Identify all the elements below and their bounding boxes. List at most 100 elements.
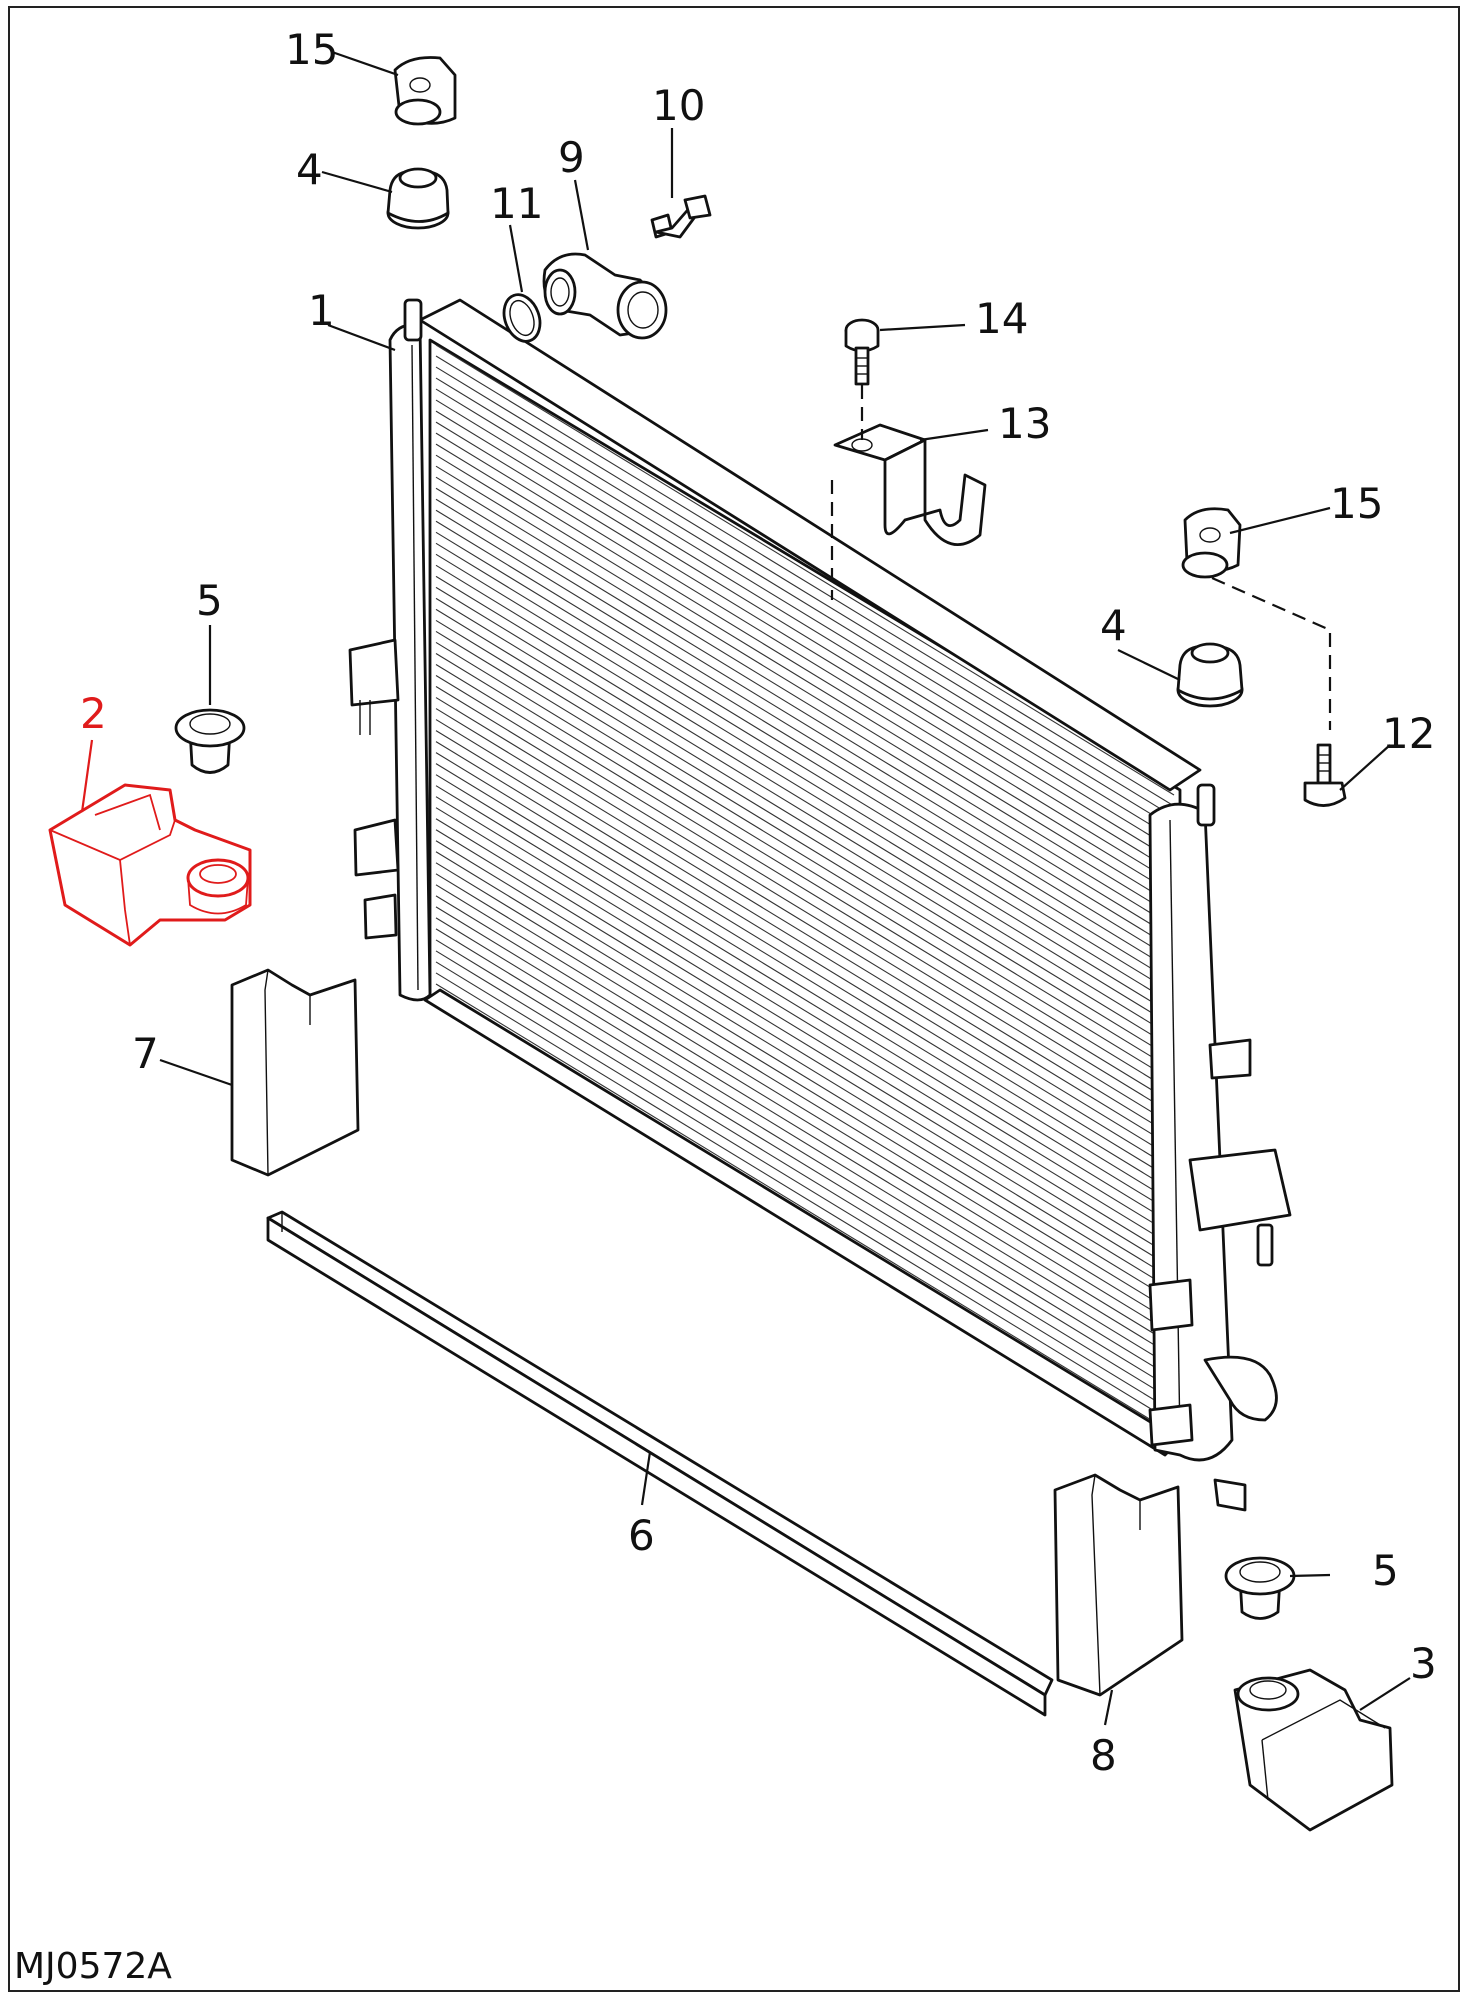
leader-lines [80, 50, 1411, 1726]
radiator-fin-line [435, 421, 1175, 873]
callout-6: 6 [628, 1511, 655, 1560]
radiator-fin-line [435, 686, 1175, 1137]
radiator-fin-line [435, 917, 1175, 1369]
callout-9: 9 [558, 133, 585, 182]
diagram-code: MJ0572A [14, 1946, 172, 1987]
air-deflector-part-7 [230, 968, 360, 1177]
hose-elbow-part-9 [542, 252, 668, 340]
radiator-fins [435, 344, 1175, 1446]
radiator-fin-line [435, 443, 1175, 895]
radiator-fin-line [435, 961, 1175, 1413]
radiator-fin-line [435, 840, 1175, 1292]
callout-12: 12 [1382, 709, 1435, 758]
radiator-fin-line [435, 763, 1175, 1215]
radiator-fin-line [435, 542, 1175, 994]
radiator-fin-line [435, 675, 1175, 1126]
callout-4-top: 4 [296, 145, 323, 194]
radiator-fin-line [435, 884, 1175, 1336]
isolator-clip-part-15-top [393, 56, 457, 126]
radiator-fin-line [435, 807, 1175, 1259]
radiator-fin-line [435, 487, 1175, 939]
isolator-clip-part-15-right [1181, 507, 1242, 579]
radiator-fin-line [435, 950, 1175, 1402]
callout-2-highlighted: 2 [80, 689, 107, 738]
radiator-fin-line [435, 730, 1175, 1182]
radiator-fin-line [435, 741, 1175, 1193]
radiator-fin-line [435, 575, 1175, 1027]
radiator-fin-line [435, 719, 1175, 1171]
radiator-fin-line [435, 410, 1175, 862]
radiator-fin-line [435, 796, 1175, 1248]
radiator-fin-line [435, 586, 1175, 1038]
callout-14: 14 [975, 294, 1028, 343]
radiator-fin-line [435, 653, 1175, 1104]
radiator-fin-line [435, 619, 1175, 1071]
radiator-fin-line [435, 531, 1175, 983]
air-deflector-part-8 [1053, 1473, 1184, 1697]
radiator-fin-line [435, 851, 1175, 1303]
radiator-fin-line [435, 972, 1175, 1424]
callout-3: 3 [1410, 1639, 1437, 1688]
radiator-fin-line [435, 928, 1175, 1380]
radiator-fin-line [435, 785, 1175, 1237]
callout-15-top: 15 [285, 25, 338, 74]
callout-10: 10 [652, 81, 705, 130]
radiator-fin-line [435, 366, 1175, 818]
radiator-fin-line [435, 355, 1175, 807]
radiator-fin-line [435, 465, 1175, 917]
radiator-fin-line [435, 476, 1175, 928]
radiator-fin-line [435, 641, 1175, 1093]
radiator-fin-line [435, 829, 1175, 1281]
radiator-fin-line [435, 377, 1175, 829]
bolt-part-14 [844, 318, 880, 386]
radiator-fin-line [435, 498, 1175, 950]
radiator-fin-line [435, 939, 1175, 1391]
bolt-part-10 [650, 194, 712, 239]
radiator-fin-line [435, 708, 1175, 1160]
radiator-part-1 [348, 298, 1292, 1512]
radiator-fin-line [435, 862, 1175, 1314]
bush-part-5-left [174, 708, 246, 774]
insulator-part-4-top [386, 167, 450, 230]
callout-11: 11 [490, 179, 543, 228]
radiator-fin-line [435, 509, 1175, 961]
radiator-fin-line [435, 664, 1175, 1115]
radiator-fin-line [435, 983, 1175, 1435]
callout-7: 7 [132, 1029, 159, 1078]
bracket-part-13 [833, 423, 987, 546]
radiator-fin-line [435, 630, 1175, 1082]
callout-5-right: 5 [1372, 1546, 1399, 1595]
radiator-fin-line [435, 697, 1175, 1149]
radiator-fin-line [435, 388, 1175, 840]
callout-15-right: 15 [1330, 479, 1383, 528]
radiator-fin-line [435, 752, 1175, 1204]
radiator-fin-line [435, 399, 1175, 851]
radiator-fin-line [435, 520, 1175, 972]
radiator-fin-line [435, 597, 1175, 1049]
mounting-bracket-part-2-highlighted [48, 783, 252, 947]
radiator-fin-line [435, 553, 1175, 1005]
mounting-bracket-part-3 [1233, 1668, 1394, 1832]
radiator-fin-line [435, 895, 1175, 1347]
radiator-fin-line [435, 564, 1175, 1016]
callout-5-left: 5 [196, 576, 223, 625]
callout-8: 8 [1090, 1731, 1117, 1780]
callout-13: 13 [998, 399, 1051, 448]
radiator-fin-line [435, 432, 1175, 884]
insulator-part-4-right [1176, 642, 1244, 708]
radiator-fin-line [435, 344, 1175, 796]
radiator-fin-line [435, 906, 1175, 1358]
callout-1: 1 [308, 286, 335, 335]
radiator-fin-line [435, 454, 1175, 906]
bolt-part-12 [1303, 743, 1347, 807]
o-ring-part-11 [502, 293, 542, 343]
callout-4-right: 4 [1100, 601, 1127, 650]
radiator-fin-line [435, 873, 1175, 1325]
radiator-fin-line [435, 774, 1175, 1226]
bush-part-5-right [1224, 1556, 1296, 1620]
seal-strip-part-6 [266, 1210, 1054, 1717]
radiator-fin-line [435, 818, 1175, 1270]
callout-labels: 15 10 4 9 11 1 14 13 15 5 4 2 12 7 6 5 3… [80, 25, 1437, 1780]
